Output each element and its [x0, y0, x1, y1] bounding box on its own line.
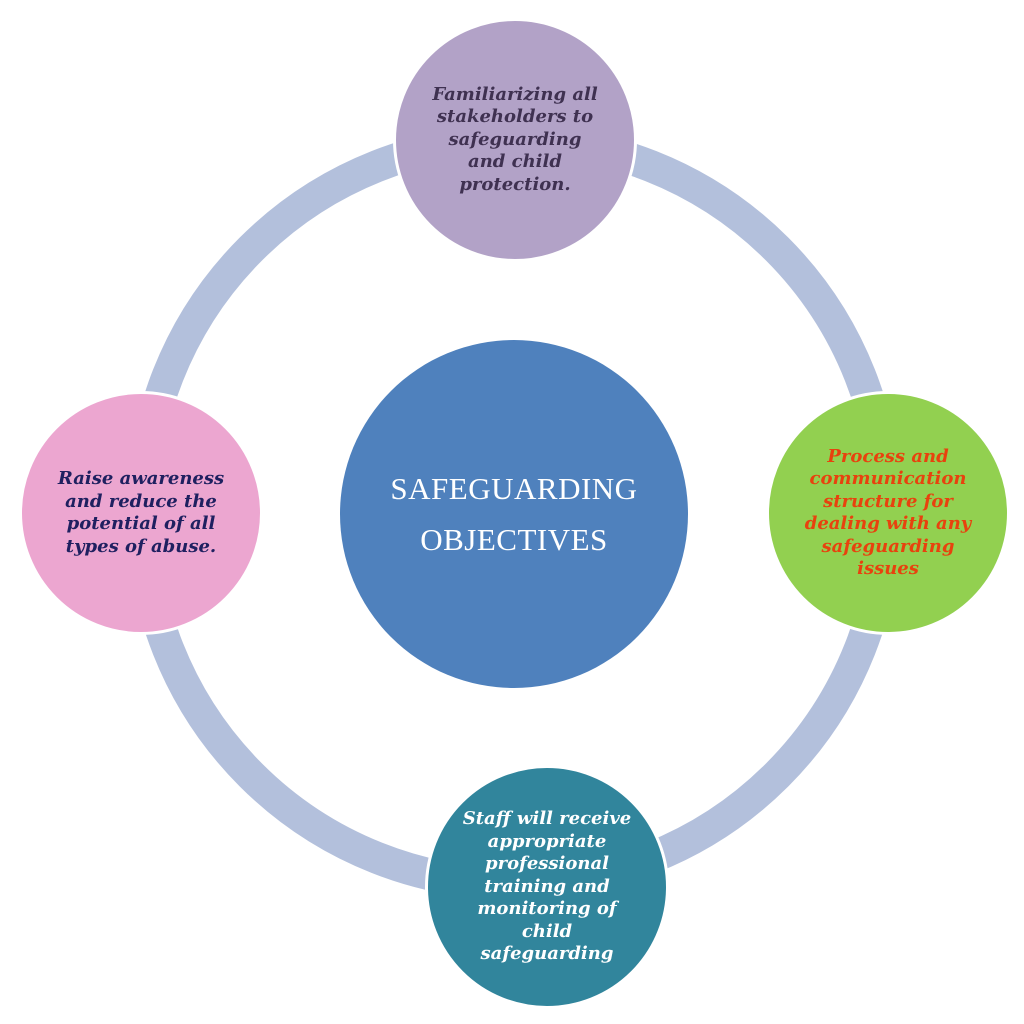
center-circle: SAFEGUARDING OBJECTIVES: [340, 340, 688, 688]
center-title: SAFEGUARDING OBJECTIVES: [390, 471, 638, 557]
objective-node-left: Raise awareness and reduce the potential…: [19, 391, 263, 635]
objective-node-right: Process and communication structure for …: [766, 391, 1010, 635]
objective-text-process: Process and communication structure for …: [804, 445, 972, 580]
objective-node-bottom: Staff will receive appropriate professio…: [425, 765, 669, 1009]
objective-text-stakeholders: Familiarizing all stakeholders to safegu…: [432, 83, 598, 195]
objective-node-top: Familiarizing all stakeholders to safegu…: [393, 18, 637, 262]
objective-text-staff-training: Staff will receive appropriate professio…: [462, 808, 632, 965]
objective-text-awareness: Raise awareness and reduce the potential…: [57, 468, 225, 557]
